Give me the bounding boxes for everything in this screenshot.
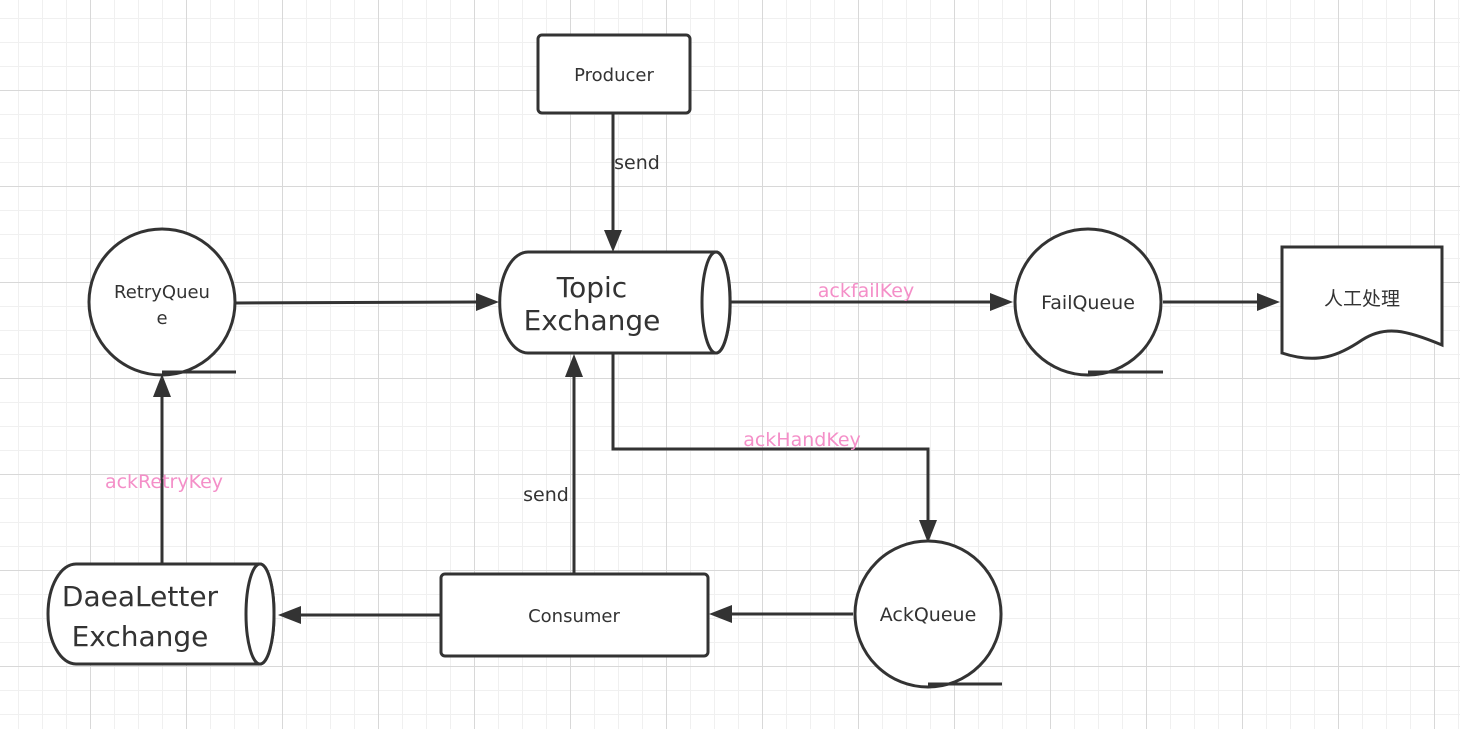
producer-label: Producer <box>574 65 654 86</box>
node-fail-queue[interactable]: FailQueue <box>1013 227 1163 377</box>
consumer-box <box>439 572 710 658</box>
edge-topic-to-fail-arrowhead <box>990 293 1013 311</box>
fail-queue-circle <box>1013 227 1163 377</box>
node-ack-queue[interactable]: AckQueue <box>853 539 1003 689</box>
edges <box>153 113 1280 624</box>
edge-labels: send send ackfailKey ackHandKey ackRetry… <box>105 152 914 506</box>
ack-queue-circle <box>853 539 1003 689</box>
node-retry-queue[interactable]: RetryQueu e <box>87 227 237 377</box>
ack-retry-key-label: ackRetryKey <box>105 471 223 493</box>
edge-fail-to-manual-arrowhead <box>1257 293 1280 311</box>
node-manual-handling[interactable]: 人工处理 <box>1280 245 1444 360</box>
producer-box <box>536 33 692 115</box>
dead-letter-exchange-label-line1: DaeaLetter <box>62 580 219 613</box>
ack-fail-key-label: ackfailKey <box>818 280 914 302</box>
edge-consumer-to-deadletter-arrowhead <box>278 606 301 624</box>
topic-exchange-label-line1: Topic <box>556 271 627 304</box>
fail-queue-label: FailQueue <box>1041 292 1135 314</box>
edge-ack-to-consumer-arrowhead <box>709 605 732 623</box>
node-topic-exchange[interactable]: Topic Exchange <box>498 250 732 355</box>
retry-queue-label-line2: e <box>156 308 167 329</box>
consumer-send-label: send <box>523 484 569 506</box>
producer-send-label: send <box>614 152 660 174</box>
topic-exchange-label-line2: Exchange <box>524 304 661 337</box>
dead-letter-exchange-cylinder-end <box>244 562 276 666</box>
retry-queue-label-line1: RetryQueu <box>114 282 210 303</box>
manual-handling-document <box>1280 245 1444 360</box>
manual-handling-label: 人工处理 <box>1324 288 1400 310</box>
edge-producer-to-topic-arrowhead <box>604 230 622 252</box>
topic-exchange-cylinder-end <box>700 250 732 355</box>
retry-queue-circle <box>87 227 237 377</box>
node-producer[interactable]: Producer <box>536 33 692 115</box>
edge-deadletter-to-retry-arrowhead <box>153 374 171 397</box>
edge-retry-to-topic <box>235 300 479 305</box>
edge-topic-to-ack-arrowhead <box>919 520 937 543</box>
ack-queue-label: AckQueue <box>880 604 977 626</box>
edge-retry-to-topic-arrowhead <box>476 293 499 311</box>
node-consumer[interactable]: Consumer <box>439 572 710 658</box>
dead-letter-exchange-label-line2: Exchange <box>72 620 209 653</box>
edge-consumer-to-topic-arrowhead <box>565 354 583 377</box>
ack-hand-key-label: ackHandKey <box>743 429 861 451</box>
consumer-label: Consumer <box>528 606 620 627</box>
node-dead-letter-exchange[interactable]: DaeaLetter Exchange <box>46 562 276 666</box>
edge-topic-to-ack <box>611 353 930 522</box>
